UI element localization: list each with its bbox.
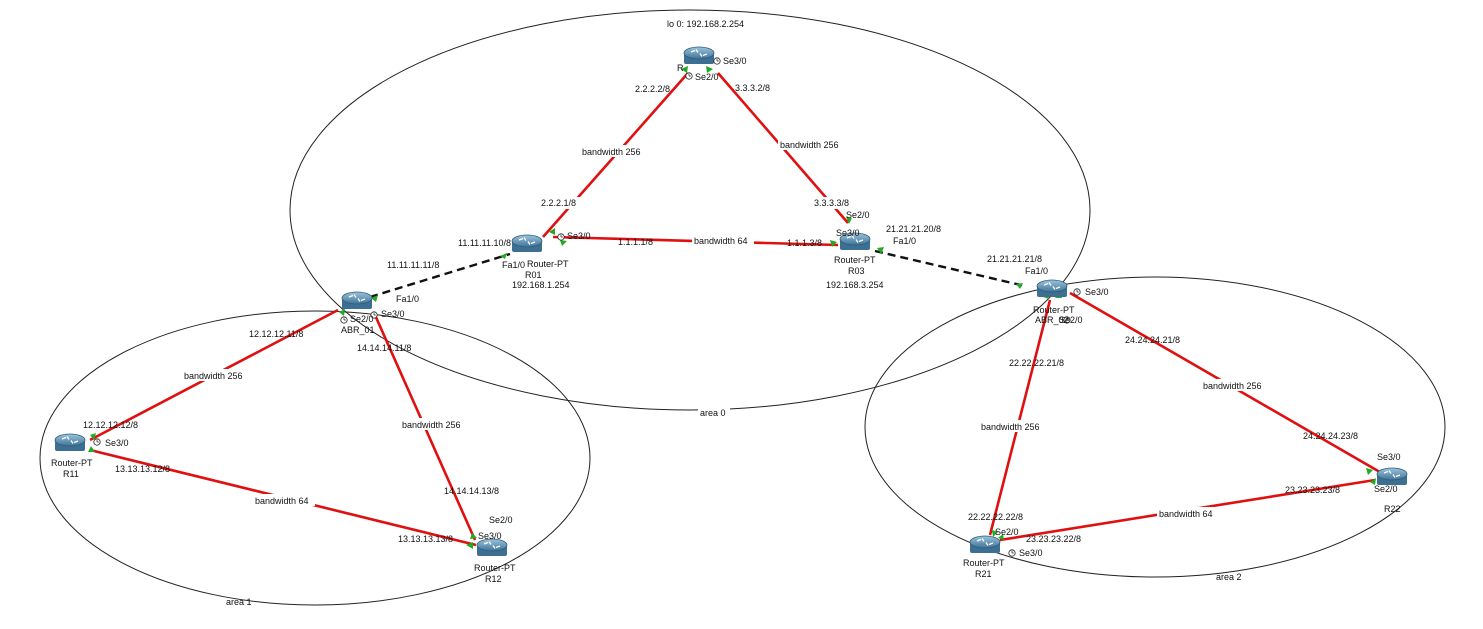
r01-model-label: Router-PT — [527, 259, 569, 269]
router-r11[interactable] — [54, 433, 86, 452]
r03-port-fa10: Fa1/0 — [893, 236, 916, 246]
area0-boundary — [289, 9, 1091, 411]
router-abr01[interactable] — [341, 291, 373, 310]
abr02-model-label: Router-PT — [1033, 305, 1075, 315]
r22-name-label: R22 — [1384, 504, 1401, 514]
bandwidth-abr02-r22: bandwidth 256 — [1203, 381, 1262, 391]
area1-boundary — [39, 310, 591, 606]
area1-label: area 1 — [226, 597, 252, 607]
r21-ip-up: 22.22.22.22/8 — [968, 512, 1023, 522]
r03-ip-right: 21.21.21.20/8 — [886, 224, 941, 234]
r11-port-se30: Se3/0 — [105, 438, 129, 448]
r01-name-label: R01 — [525, 270, 542, 280]
bandwidth-r02-r01: bandwidth 256 — [582, 147, 641, 157]
r21-port-se20: Se2/0 — [995, 527, 1019, 537]
r01-ip-left: 11.11.11.10/8 — [458, 238, 511, 248]
r03-ip-top: 3.3.3.3/8 — [814, 198, 849, 208]
area2-label: area 2 — [1216, 572, 1242, 582]
r03-model-label: Router-PT — [834, 255, 876, 265]
r21-ip-right: 23.23.23.22/8 — [1026, 534, 1081, 544]
r12-port-se30: Se3/0 — [478, 531, 502, 541]
bandwidth-r21-r22: bandwidth 64 — [1159, 509, 1213, 519]
abr01-port-se20: Se2/0 — [350, 314, 374, 324]
r11-name-label: R11 — [63, 469, 79, 479]
area0-label: area 0 — [700, 408, 726, 418]
abr01-ip-fa: 11.11.11.11/8 — [387, 260, 439, 270]
bandwidth-abr01-r11: bandwidth 256 — [184, 371, 243, 381]
r01-ip-right: 1.1.1.1/8 — [618, 237, 653, 247]
abr02-port-se20: Se2/0 — [1059, 315, 1083, 325]
bandwidth-r01-r03: bandwidth 64 — [694, 236, 748, 246]
abr01-name-label: ABR_01 — [341, 325, 375, 335]
abr01-port-fa10: Fa1/0 — [396, 294, 419, 304]
r03-name-label: R03 — [848, 266, 865, 276]
abr01-ip-down: 14.14.14.11/8 — [357, 343, 411, 353]
r02-port-se20: Se2/0 — [695, 72, 719, 82]
bandwidth-abr02-r21: bandwidth 256 — [981, 422, 1040, 432]
r22-ip-up: 24.24.24.23/8 — [1303, 431, 1358, 441]
router-r12[interactable] — [476, 538, 508, 557]
r03-ip-left: 1.1.1.3/8 — [787, 238, 822, 248]
r03-port-se20: Se2/0 — [846, 210, 870, 220]
abr02-port-se30: Se3/0 — [1085, 287, 1109, 297]
bandwidth-abr01-r12: bandwidth 256 — [402, 420, 461, 430]
r11-ip-up: 12.12.12.12/8 — [83, 420, 138, 430]
r01-port-fa10: Fa1/0 — [502, 260, 525, 270]
link-abr02-r21[interactable] — [988, 299, 1052, 536]
abr02-ip-right: 24.24.24.21/8 — [1125, 335, 1180, 345]
bandwidth-r11-r12: bandwidth 64 — [255, 496, 309, 506]
abr02-name-label: ABR_02 — [1035, 315, 1069, 325]
r22-port-se30: Se3/0 — [1377, 452, 1401, 462]
abr01-port-se30: Se3/0 — [381, 309, 405, 319]
r12-port-se20: Se2/0 — [489, 515, 513, 525]
r21-model-label: Router-PT — [963, 558, 1005, 568]
port-indicators — [88, 66, 1376, 549]
r02-loopback-label: lo 0: 192.168.2.254 — [667, 19, 744, 29]
router-r21[interactable] — [969, 535, 1001, 554]
abr01-ip-left: 12.12.12.11/8 — [249, 329, 303, 339]
r22-port-se20: Se2/0 — [1374, 484, 1398, 494]
r21-port-se30: Se3/0 — [1019, 548, 1043, 558]
r03-network-label: 192.168.3.254 — [826, 280, 884, 290]
r01-network-label: 192.168.1.254 — [512, 280, 570, 290]
r02-name-label: R — [677, 63, 684, 73]
r03-port-se30: Se3/0 — [836, 228, 860, 238]
r01-port-se30: Se3/0 — [567, 231, 591, 241]
area2-boundary — [864, 276, 1446, 578]
router-abr02[interactable] — [1036, 279, 1068, 298]
r21-name-label: R21 — [975, 569, 992, 579]
abr02-port-fa10: Fa1/0 — [1025, 266, 1048, 276]
bandwidth-r02-r03: bandwidth 256 — [780, 140, 839, 150]
r12-ip-left: 13.13.13.13/8 — [398, 534, 453, 544]
router-r22[interactable] — [1376, 467, 1408, 486]
router-r02[interactable] — [683, 46, 715, 65]
abr02-ip-down: 22.22.22.21/8 — [1009, 358, 1064, 368]
link-abr01-r01[interactable] — [369, 252, 511, 299]
r22-ip-left: 23.23.23.23/8 — [1285, 485, 1340, 495]
r02-ip-right: 3.3.3.2/8 — [735, 83, 770, 93]
r11-ip-right: 13.13.13.12/8 — [115, 464, 170, 474]
r02-port-se30: Se3/0 — [723, 56, 747, 66]
r02-ip-left: 2.2.2.2/8 — [635, 84, 670, 94]
r12-name-label: R12 — [485, 574, 502, 584]
r12-ip-up: 14.14.14.13/8 — [444, 486, 499, 496]
abr02-ip-fa: 21.21.21.21/8 — [987, 254, 1042, 264]
router-r01[interactable] — [511, 234, 543, 253]
r11-model-label: Router-PT — [51, 458, 93, 468]
r01-ip-top: 2.2.2.1/8 — [541, 198, 576, 208]
r12-model-label: Router-PT — [474, 563, 516, 573]
